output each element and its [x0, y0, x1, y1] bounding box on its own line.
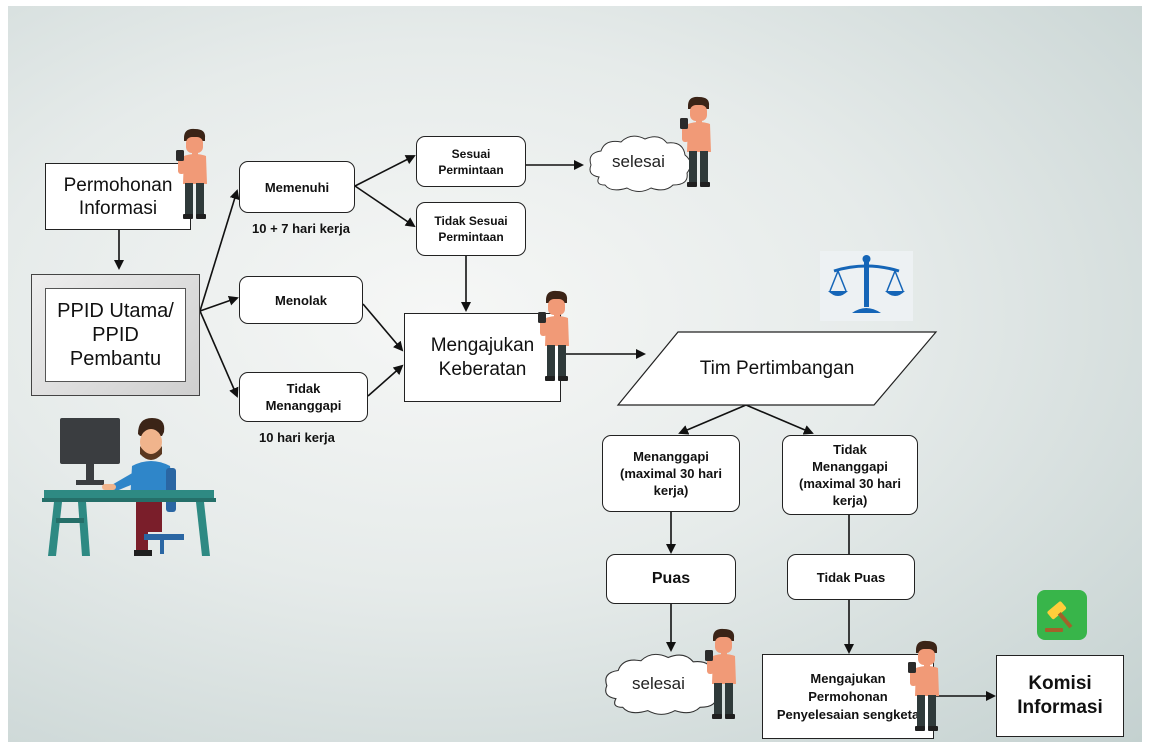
- node-tim-pertimbangan: Tim Pertimbangan: [699, 357, 855, 379]
- node-puas: Puas: [606, 554, 736, 604]
- node-mengajukan-sengketa: Mengajukan Permohonan Penyelesaian sengk…: [762, 654, 934, 739]
- arrow-memenuhi-sesuai: [354, 155, 416, 187]
- node-menanggapi: Menanggapi (maximal 30 hari kerja): [602, 435, 740, 512]
- office-worker-at-desk-icon: [42, 418, 216, 556]
- node-tidak-menanggapi-30: Tidak Menanggapi (maximal 30 hari kerja): [782, 435, 918, 515]
- flowchart-canvas: Permohonan Informasi PPID Utama/ PPID Pe…: [8, 6, 1142, 742]
- node-tidak-menanggapi: Tidak Menanggapi: [239, 372, 368, 422]
- gavel-icon: [1037, 590, 1087, 640]
- node-mengajukan-keberatan: Mengajukan Keberatan: [404, 313, 561, 402]
- person-with-phone-icon: [176, 128, 210, 220]
- node-tidak-sesuai-permintaan: Tidak Sesuai Permintaan: [416, 202, 526, 256]
- node-menolak: Menolak: [239, 276, 363, 324]
- arrow-tim-menanggapi: [678, 404, 747, 435]
- node-sesuai-permintaan: Sesuai Permintaan: [416, 136, 526, 187]
- connector-lines: [114, 155, 996, 701]
- node-komisi-informasi: Komisi Informasi: [996, 655, 1124, 737]
- arrow-ppid-tidak-menanggapi: [199, 310, 239, 398]
- arrow-ppid-menolak: [199, 295, 239, 312]
- node-ppid-box: PPID Utama/ PPID Pembantu: [31, 274, 200, 396]
- node-tidak-puas: Tidak Puas: [787, 554, 915, 600]
- arrow-ppid-memenuhi: [199, 189, 240, 312]
- person-with-phone-icon: [705, 628, 739, 720]
- cloud-selesai-bottom: selesai: [632, 674, 685, 693]
- scales-of-justice-icon: [820, 251, 913, 321]
- cloud-selesai-top: selesai: [612, 152, 665, 171]
- node-memenuhi: Memenuhi: [239, 161, 355, 213]
- person-with-phone-icon: [538, 290, 572, 382]
- node-ppid: PPID Utama/ PPID Pembantu: [45, 288, 186, 382]
- person-with-phone-icon: [908, 640, 942, 732]
- node-permohonan-informasi: Permohonan Informasi: [45, 163, 191, 230]
- arrow-memenuhi-tidak-sesuai: [354, 185, 416, 228]
- label-tidak-menanggapi-time: 10 hari kerja: [259, 430, 335, 445]
- arrow-tidak-menanggapi-keberatan: [367, 364, 404, 397]
- arrow-menolak-keberatan: [362, 303, 404, 352]
- label-memenuhi-time: 10 + 7 hari kerja: [252, 221, 350, 236]
- node-tim-pertimbangan-shape: [616, 331, 938, 406]
- person-with-phone-icon: [680, 96, 714, 188]
- cloud-selesai-top-shape: [589, 135, 691, 192]
- arrow-tim-tidak-menanggapi: [745, 404, 814, 435]
